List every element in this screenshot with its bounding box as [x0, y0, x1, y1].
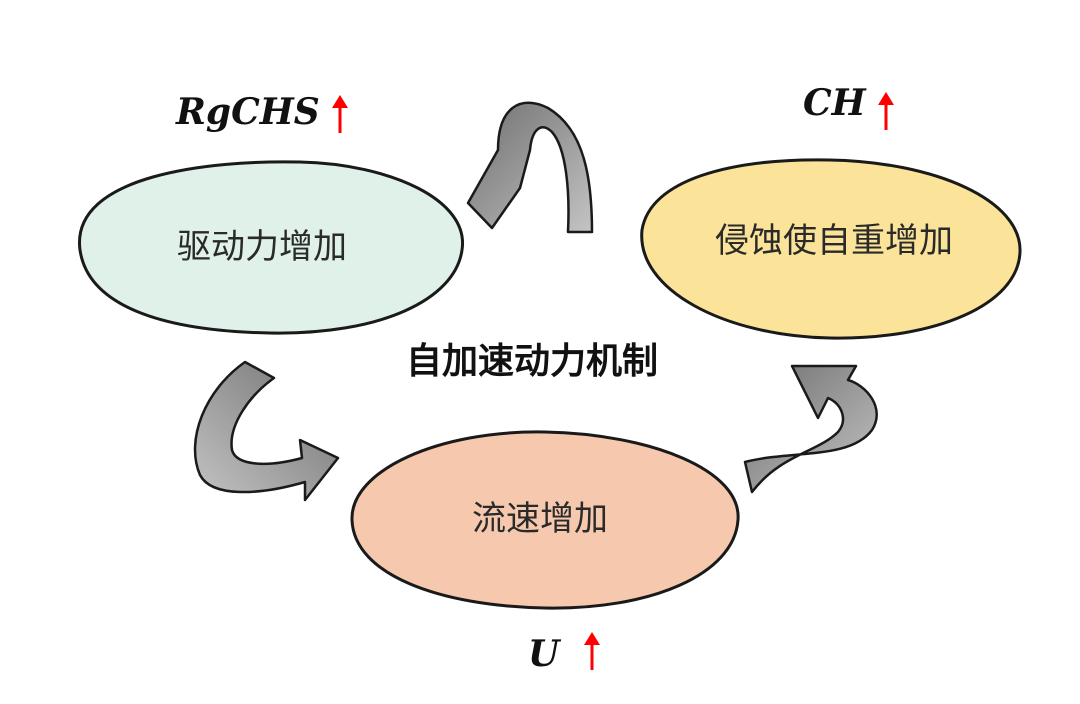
node-driving-force-label: 驱动力增加 [177, 227, 347, 267]
node-flow: 流速增加 [350, 430, 740, 610]
node-erosion-label: 侵蚀使自重增加 [715, 221, 953, 261]
variable-driving-force-label: RgCHS [175, 91, 320, 133]
node-driving-force-shape [78, 160, 464, 335]
node-erosion-shape [640, 158, 1022, 340]
node-flow-label: 流速增加 [472, 499, 608, 539]
increase-arrow-icon [584, 632, 600, 670]
node-erosion: 侵蚀使自重增加 [640, 158, 1022, 340]
cycle-arrow-top-icon [466, 101, 594, 234]
node-driving-force: 驱动力增加 [78, 160, 464, 335]
cycle-arrow-right-icon [743, 364, 878, 494]
variable-flow: U [528, 632, 600, 675]
increase-arrow-icon [878, 92, 894, 130]
cycle-arrow-left-icon [193, 360, 340, 502]
variable-erosion: CH [803, 82, 894, 130]
variable-erosion-label: CH [803, 82, 867, 124]
node-flow-shape [350, 430, 740, 610]
variable-flow-label: U [528, 633, 562, 675]
variable-driving-force: RgCHS [175, 91, 348, 133]
increase-arrow-icon [332, 95, 348, 133]
center-title: 自加速动力机制 [406, 341, 658, 382]
